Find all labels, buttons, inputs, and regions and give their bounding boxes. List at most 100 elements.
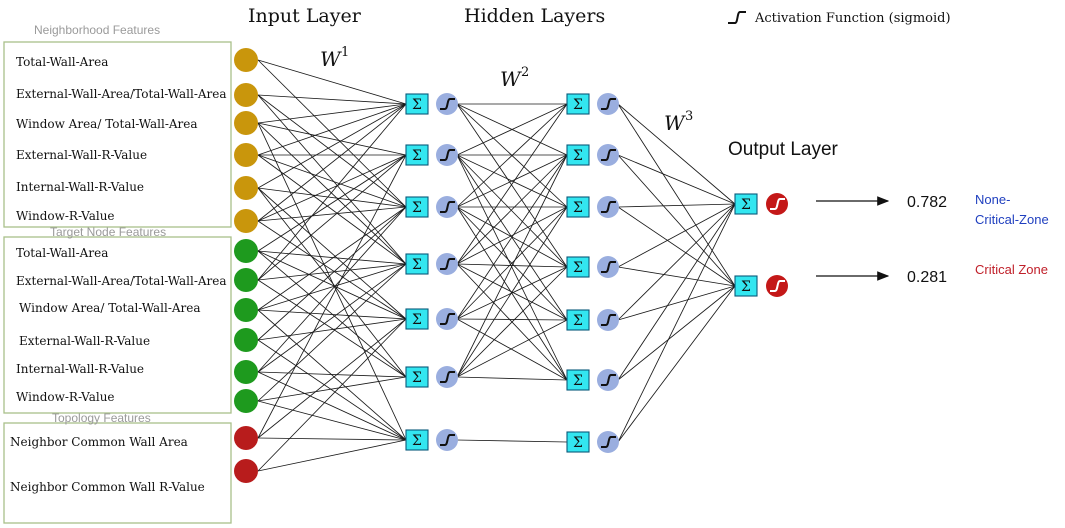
feature-label: Window-R-Value xyxy=(16,209,115,223)
connection-line xyxy=(257,187,407,378)
summation-box xyxy=(405,144,429,166)
input-node xyxy=(234,389,258,413)
sigma-symbol: Σ xyxy=(573,435,583,451)
connection-line xyxy=(456,266,568,320)
connection-line xyxy=(257,439,407,472)
hidden-layers-title: Hidden Layers xyxy=(464,5,605,27)
summation-box xyxy=(405,93,429,115)
connection-line xyxy=(456,319,568,378)
sigmoid-icon xyxy=(440,371,455,383)
input-node xyxy=(234,176,258,200)
summation-box xyxy=(566,196,590,218)
connection-line xyxy=(617,103,736,287)
connection-line xyxy=(617,266,736,287)
summation-box xyxy=(566,93,590,115)
output-value-2: 0.281 xyxy=(907,269,947,286)
feature-label: Window Area/ Total-Wall-Area xyxy=(19,301,201,315)
input-node xyxy=(234,298,258,322)
connection-line xyxy=(257,206,407,373)
input-node xyxy=(234,143,258,167)
target-node-features-title: Target Node Features xyxy=(50,225,166,239)
sigma-symbol: Σ xyxy=(741,197,751,213)
connection-line xyxy=(257,279,407,378)
connection-line xyxy=(617,285,736,381)
sigma-symbol: Σ xyxy=(573,373,583,389)
connection-line xyxy=(257,318,407,439)
connection-line xyxy=(257,250,407,378)
weight-symbol: W xyxy=(320,47,342,71)
neighborhood-features-box xyxy=(3,41,232,228)
input-node xyxy=(234,111,258,135)
connection-line xyxy=(617,203,736,443)
topology-features-box xyxy=(3,422,232,524)
connection-line xyxy=(257,94,407,265)
sigmoid-icon xyxy=(601,261,616,273)
summation-box xyxy=(405,429,429,451)
feature-label: Neighbor Common Wall Area xyxy=(10,435,188,449)
weight-superscript: 3 xyxy=(685,109,693,124)
feature-label: External-Wall-R-Value xyxy=(16,148,147,162)
connection-line xyxy=(257,206,407,311)
feature-label: Neighbor Common Wall R-Value xyxy=(10,480,205,494)
sigmoid-icon xyxy=(601,436,616,448)
connection-line xyxy=(456,154,568,381)
sigmoid-icon xyxy=(440,201,455,213)
input-node xyxy=(234,209,258,233)
connection-line xyxy=(257,103,407,156)
input-node xyxy=(234,459,258,483)
connection-line xyxy=(617,285,736,321)
connection-line xyxy=(456,154,568,265)
connection-line xyxy=(257,318,407,341)
output-layer-title: Output Layer xyxy=(728,139,839,160)
feature-label: Internal-Wall-R-Value xyxy=(16,180,144,194)
target-node-features-box xyxy=(3,236,232,414)
connection-line xyxy=(257,154,407,439)
weight-symbol: W xyxy=(500,67,522,91)
sigmoid-icon xyxy=(440,98,455,110)
summation-box xyxy=(566,431,590,453)
sigma-symbol: Σ xyxy=(741,279,751,295)
connection-line xyxy=(456,318,568,381)
sigmoid-icon xyxy=(601,374,616,386)
connection-line xyxy=(456,318,568,321)
network-connections xyxy=(257,59,736,472)
summation-box xyxy=(405,366,429,388)
input-node xyxy=(234,360,258,384)
connection-line xyxy=(456,206,568,320)
output-zone-2: Critical Zone xyxy=(975,262,1048,277)
summation-box xyxy=(566,369,590,391)
connection-line xyxy=(617,154,736,287)
connection-line xyxy=(617,154,736,205)
summation-box xyxy=(566,309,590,331)
connection-line xyxy=(617,206,736,287)
connection-line xyxy=(257,103,407,189)
connection-line xyxy=(456,266,568,378)
input-node xyxy=(234,268,258,292)
sigma-symbol: Σ xyxy=(573,200,583,216)
feature-label: Window-R-Value xyxy=(16,390,115,404)
connection-line xyxy=(456,103,568,265)
connection-line xyxy=(257,154,407,281)
connection-line xyxy=(456,206,568,265)
connection-line xyxy=(456,206,568,381)
connection-line xyxy=(257,263,407,402)
sigma-symbol: Σ xyxy=(412,312,422,328)
connection-line xyxy=(456,154,568,320)
connection-line xyxy=(257,263,407,311)
connection-line xyxy=(257,206,407,341)
feature-label: External-Wall-R-Value xyxy=(19,334,150,348)
input-node xyxy=(234,48,258,72)
connection-line xyxy=(617,203,736,268)
sigma-symbol: Σ xyxy=(573,97,583,113)
sigma-symbol: Σ xyxy=(412,257,422,273)
feature-label: Total-Wall-Area xyxy=(16,55,108,69)
connection-line xyxy=(456,439,568,443)
connection-line xyxy=(456,103,568,268)
connection-line xyxy=(617,203,736,321)
connection-line xyxy=(257,437,407,441)
connection-line xyxy=(257,122,407,265)
sigma-symbol: Σ xyxy=(412,370,422,386)
connection-line xyxy=(257,318,407,472)
sigmoid-icon xyxy=(440,258,455,270)
sigmoid-icon xyxy=(440,434,455,446)
